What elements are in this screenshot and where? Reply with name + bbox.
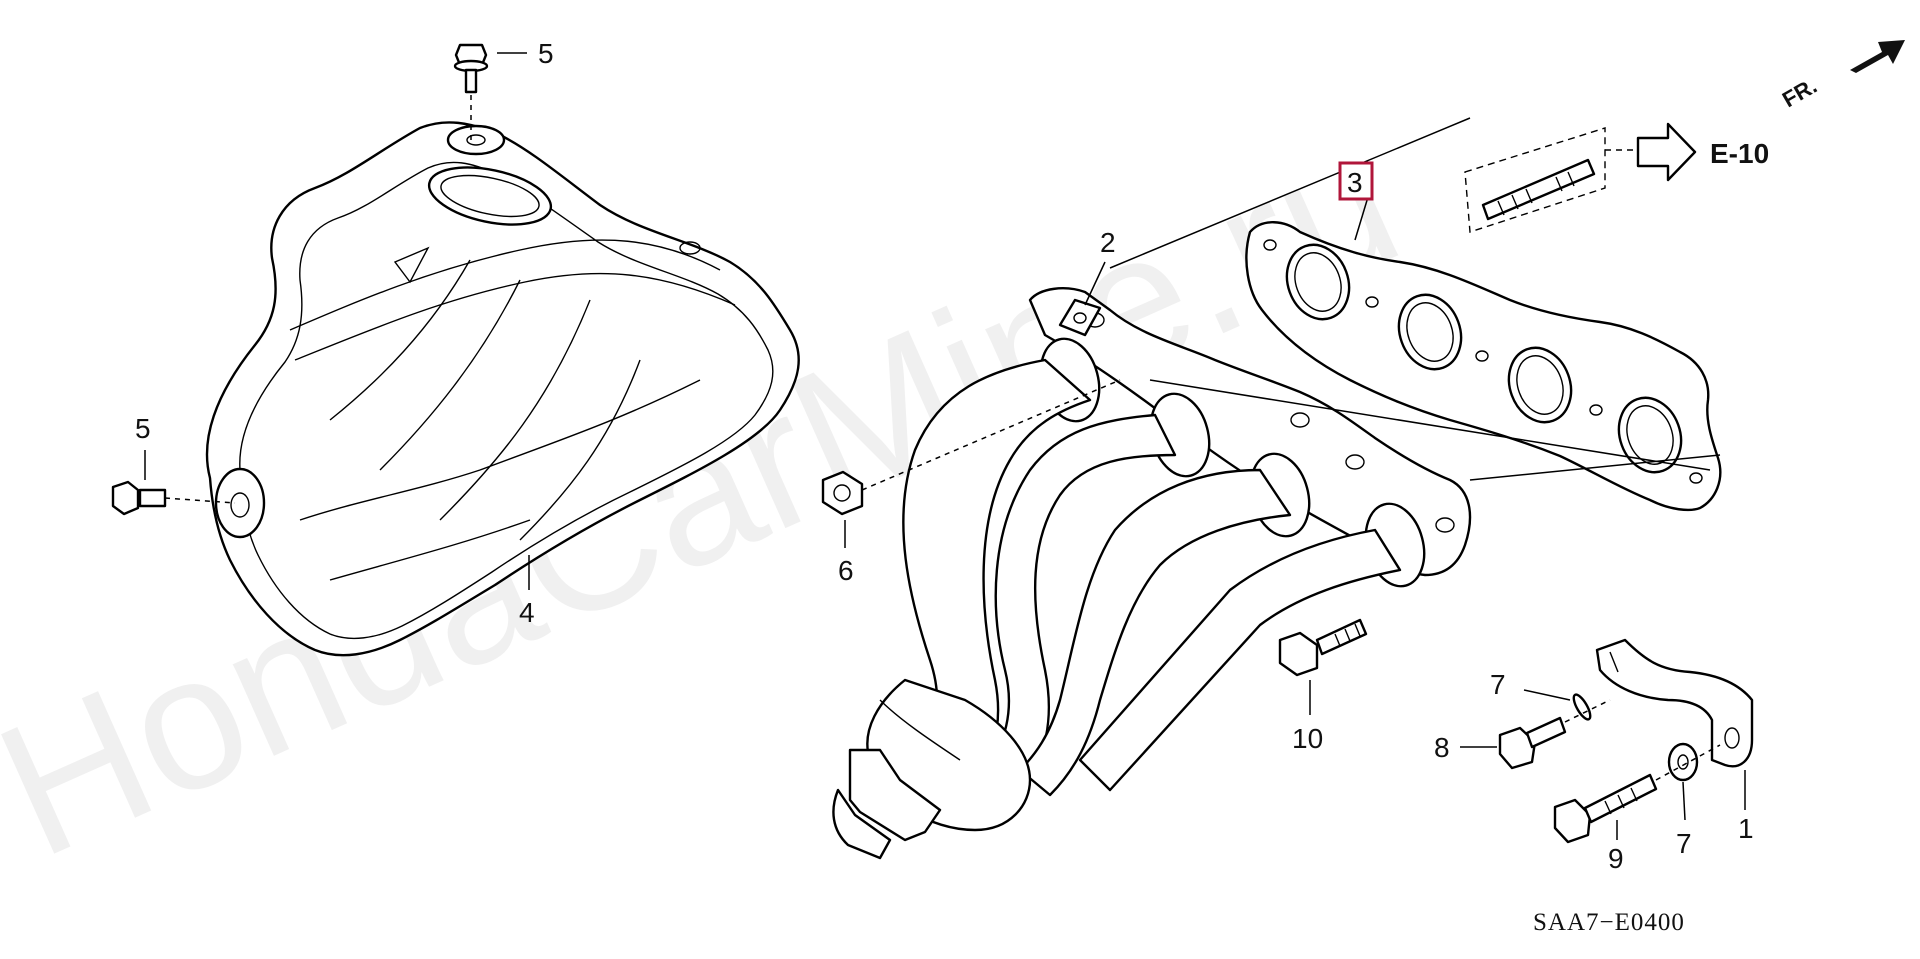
front-arrow-icon bbox=[1850, 40, 1905, 73]
bracket-drawing bbox=[1595, 638, 1754, 768]
nut-6 bbox=[821, 379, 1121, 516]
callout-4: 4 bbox=[519, 597, 535, 628]
callout-7-bottom: 7 bbox=[1676, 828, 1692, 859]
bolt-8 bbox=[1498, 699, 1611, 770]
front-direction-indicator: FR. bbox=[1778, 40, 1905, 112]
reference-label-e10[interactable]: E-10 bbox=[1710, 138, 1769, 169]
exhaust-manifold-drawing bbox=[832, 287, 1472, 860]
bolt-5-left bbox=[111, 480, 236, 516]
reference-arrow[interactable] bbox=[1605, 122, 1697, 182]
bolt-10 bbox=[1278, 618, 1368, 677]
bolt-5-top bbox=[453, 43, 489, 140]
washer-7-top bbox=[1572, 693, 1592, 721]
diagram-code: SAA7−E0400 bbox=[1533, 909, 1685, 936]
bolt-9 bbox=[1553, 744, 1721, 844]
gasket-drawing bbox=[1245, 221, 1722, 512]
washer-7-bottom bbox=[1667, 742, 1699, 782]
callout-10: 10 bbox=[1292, 723, 1323, 754]
callout-3[interactable]: 3 bbox=[1347, 167, 1363, 198]
heat-shield-drawing bbox=[205, 121, 800, 657]
direction-label: FR. bbox=[1778, 73, 1821, 112]
callout-3-highlight-box[interactable] bbox=[1338, 161, 1374, 201]
callout-9: 9 bbox=[1608, 843, 1624, 874]
callout-1: 1 bbox=[1738, 813, 1754, 844]
callout-8: 8 bbox=[1434, 732, 1450, 763]
callout-5-top: 5 bbox=[538, 38, 554, 69]
stud-bolt-drawing bbox=[1464, 127, 1606, 233]
leader-lines bbox=[144, 52, 1746, 840]
callout-6: 6 bbox=[838, 555, 854, 586]
callout-5-left: 5 bbox=[135, 413, 151, 444]
callout-2: 2 bbox=[1100, 227, 1116, 258]
callout-7-top: 7 bbox=[1490, 669, 1506, 700]
